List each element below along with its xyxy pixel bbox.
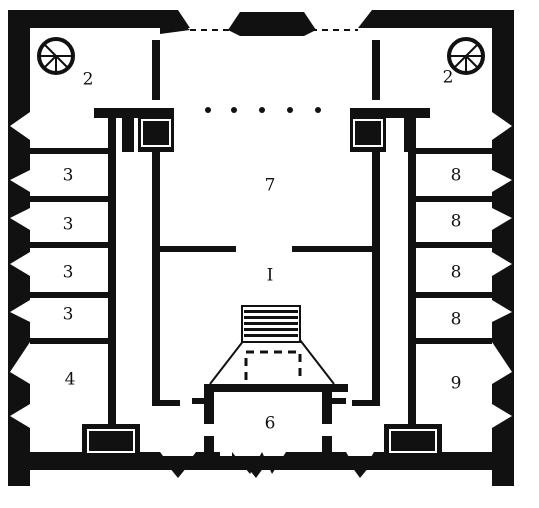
grille-icon	[138, 114, 174, 152]
east-divider-3	[408, 242, 492, 248]
west-upper-wall	[152, 40, 160, 100]
slope-right	[299, 339, 335, 385]
west-divider-3	[30, 242, 116, 248]
west-top-ledge	[94, 108, 174, 118]
room-label-e3: 8	[451, 263, 462, 283]
grille-icon	[384, 424, 442, 456]
room-labels: 2 2 3 3 3 3 4 7 I 6 8 8 8 8 9	[63, 68, 462, 434]
room-label-e4: 8	[451, 310, 462, 330]
entrance-wall-left	[204, 384, 214, 424]
room-label-w4: 3	[63, 305, 74, 325]
grille-icon	[350, 114, 386, 152]
room-label-stair-nw: 2	[83, 70, 94, 90]
grille-icon	[404, 118, 416, 152]
room-label-w5: 4	[65, 370, 76, 390]
east-upper-wall	[372, 40, 380, 100]
east-divider-5	[408, 338, 492, 344]
west-divider-4	[30, 292, 116, 298]
bottom-spur-1	[160, 456, 196, 478]
room-label-stair-ne: 2	[443, 68, 454, 88]
east-divider-1	[408, 148, 492, 154]
room-label-w3: 3	[63, 263, 74, 283]
room-label-e1: 8	[451, 166, 462, 186]
entrance-wall-top	[204, 384, 348, 392]
west-column-wall	[108, 118, 116, 458]
room-label-entrance: 6	[265, 414, 276, 434]
entrance-jamb-left	[204, 436, 214, 456]
entrance-jamb-right	[322, 436, 332, 456]
room-label-w2: 3	[63, 215, 74, 235]
stair-flight-icon	[241, 305, 301, 343]
west-divider-5	[30, 338, 116, 344]
spiral-stair-icon	[447, 37, 485, 75]
room-label-e2: 8	[451, 212, 462, 232]
bottom-spur-3	[344, 456, 378, 478]
gate-top	[228, 12, 316, 36]
east-corridor-wall	[372, 150, 380, 400]
outer-walls	[8, 10, 514, 486]
grille-icon	[82, 424, 140, 456]
east-partitions	[292, 40, 492, 458]
west-divider-1	[30, 148, 116, 154]
room-label-w1: 3	[63, 166, 74, 186]
dotted-line	[205, 107, 321, 113]
west-partitions	[30, 40, 236, 458]
east-divider-4	[408, 292, 492, 298]
west-hall-spur	[152, 246, 236, 252]
entrance-step-right	[332, 398, 346, 404]
wall-right	[492, 10, 514, 486]
east-hall-foot	[352, 400, 380, 406]
west-divider-2	[30, 196, 116, 202]
dashed-frame	[244, 350, 302, 382]
entrance-step-left	[192, 398, 204, 404]
room-label-center-main: I	[267, 266, 274, 286]
wall-top-left	[8, 10, 190, 28]
bottom-spur-2	[238, 456, 272, 478]
entrance-wall-right	[322, 384, 332, 424]
grille-icon	[122, 118, 134, 152]
room-label-e5: 9	[451, 374, 462, 394]
wall-left	[8, 10, 30, 486]
east-divider-2	[408, 196, 492, 202]
spiral-stair-icon	[37, 37, 75, 75]
east-hall-spur	[292, 246, 380, 252]
east-top-ledge	[350, 108, 430, 118]
entrance-block	[192, 339, 348, 456]
wall-top-right	[358, 10, 514, 28]
west-hall-foot	[152, 400, 180, 406]
west-corridor-wall	[152, 150, 160, 400]
room-label-center-hall: 7	[265, 176, 276, 196]
east-column-wall	[408, 118, 416, 458]
slope-left	[209, 339, 245, 385]
